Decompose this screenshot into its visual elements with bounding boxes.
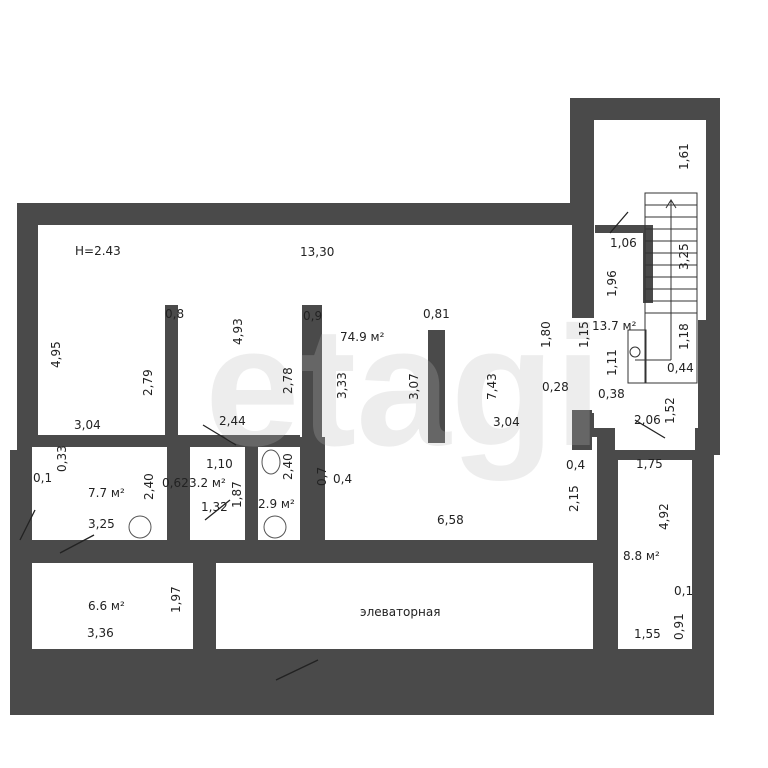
dimension: 3,04 <box>493 415 520 429</box>
dimension: 1,61 <box>677 143 691 170</box>
wall-segment <box>245 447 257 540</box>
dimension: 1,80 <box>539 321 553 348</box>
dimension: 0,4 <box>566 458 585 472</box>
dimension: 0,44 <box>667 361 694 375</box>
wall-segment <box>597 450 617 550</box>
dimension: 0,7 <box>315 467 329 486</box>
dimension: 0,1 <box>33 471 52 485</box>
staircase <box>627 192 698 384</box>
room-main-lower <box>325 437 597 540</box>
door <box>59 534 95 554</box>
dimension: 1,11 <box>605 349 619 376</box>
wall-segment <box>167 515 187 545</box>
wall-segment <box>595 225 651 233</box>
door <box>634 419 666 439</box>
bathroom-1 <box>190 447 246 540</box>
dimension: 0,33 <box>55 445 69 472</box>
dimension: 2,44 <box>219 414 246 428</box>
dimension: 1,10 <box>206 457 233 471</box>
room-elevator <box>216 563 593 649</box>
elevator-room-label: элеваторная <box>360 605 440 619</box>
toilet-icon <box>261 449 281 475</box>
room-bottom-left <box>32 563 193 649</box>
door <box>609 211 629 234</box>
dimension: 0,28 <box>542 380 569 394</box>
wall-segment <box>302 305 322 545</box>
area-stair-hall: 13.7 м² <box>592 319 637 333</box>
room-left <box>32 447 167 540</box>
area-room-left: 7.7 м² <box>88 486 125 500</box>
area-room-bottom-left: 6.6 м² <box>88 599 125 613</box>
fixtures <box>128 449 287 539</box>
dimension: 2,79 <box>141 369 155 396</box>
sink-icon <box>128 515 152 539</box>
watermark: etagi <box>205 292 602 482</box>
dimension: 1,55 <box>634 627 661 641</box>
dimension: 2,40 <box>281 453 295 480</box>
dimension: 3,25 <box>88 517 115 531</box>
dimension: 0,8 <box>165 307 184 321</box>
dimensions: 13,30 0,8 4,93 0,9 0,81 4,95 2,79 2,78 3… <box>33 143 694 641</box>
closet <box>594 235 642 303</box>
area-bathroom-2: 2.9 м² <box>258 497 295 511</box>
area-room-right: 8.8 м² <box>623 549 660 563</box>
dimension: 0,4 <box>333 472 352 486</box>
doors <box>19 211 666 681</box>
door <box>202 424 237 446</box>
dimension: 7,43 <box>485 373 499 400</box>
dimension: 1,06 <box>610 236 637 250</box>
wall-segment <box>643 225 653 303</box>
wall-segment <box>165 305 178 440</box>
dimension: 0,9 <box>303 309 322 323</box>
dimension: 3,33 <box>335 372 349 399</box>
dimension: 6,58 <box>437 513 464 527</box>
dimension: 4,93 <box>231 318 245 345</box>
wall-segment <box>428 330 445 443</box>
dimension: 1,96 <box>605 270 619 297</box>
dimension: 3,25 <box>677 243 691 270</box>
door <box>275 659 319 681</box>
dimension: 1,52 <box>663 397 677 424</box>
sink-icon <box>263 515 287 539</box>
dimension: 13,30 <box>300 245 334 259</box>
dimension: 1,75 <box>636 457 663 471</box>
area-main: 74.9 м² <box>340 330 385 344</box>
dimension: 2,40 <box>142 473 156 500</box>
dimension: 2,06 <box>634 413 661 427</box>
dimension: 4,92 <box>657 503 671 530</box>
dimension: 1,97 <box>169 586 183 613</box>
area-bathroom-1: 3.2 м² <box>189 476 226 490</box>
hall-bottom <box>615 425 695 450</box>
wall-segment <box>572 410 592 450</box>
ceiling-height: H=2.43 <box>75 244 121 258</box>
door <box>19 509 36 541</box>
dimension: 0,38 <box>598 387 625 401</box>
dimension: 2,15 <box>567 485 581 512</box>
dimension: 0,91 <box>672 613 686 640</box>
dimension: 3,07 <box>407 373 421 400</box>
hall-passage <box>572 318 602 413</box>
dimension: 0,62 <box>162 476 189 490</box>
dimension: 1,87 <box>230 481 244 508</box>
dimension: 1,15 <box>577 321 591 348</box>
door <box>204 499 231 521</box>
dimension: 4,95 <box>49 341 63 368</box>
dimension: 2,78 <box>281 367 295 394</box>
dimension: 0,1 <box>674 584 693 598</box>
dimension: 3,36 <box>87 626 114 640</box>
dimension: 3,04 <box>74 418 101 432</box>
dimension: 0,81 <box>423 307 450 321</box>
room-right <box>618 460 692 649</box>
dimension: 1,18 <box>677 323 691 350</box>
bathroom-2 <box>258 447 300 540</box>
dimension: 1,32 <box>201 500 228 514</box>
